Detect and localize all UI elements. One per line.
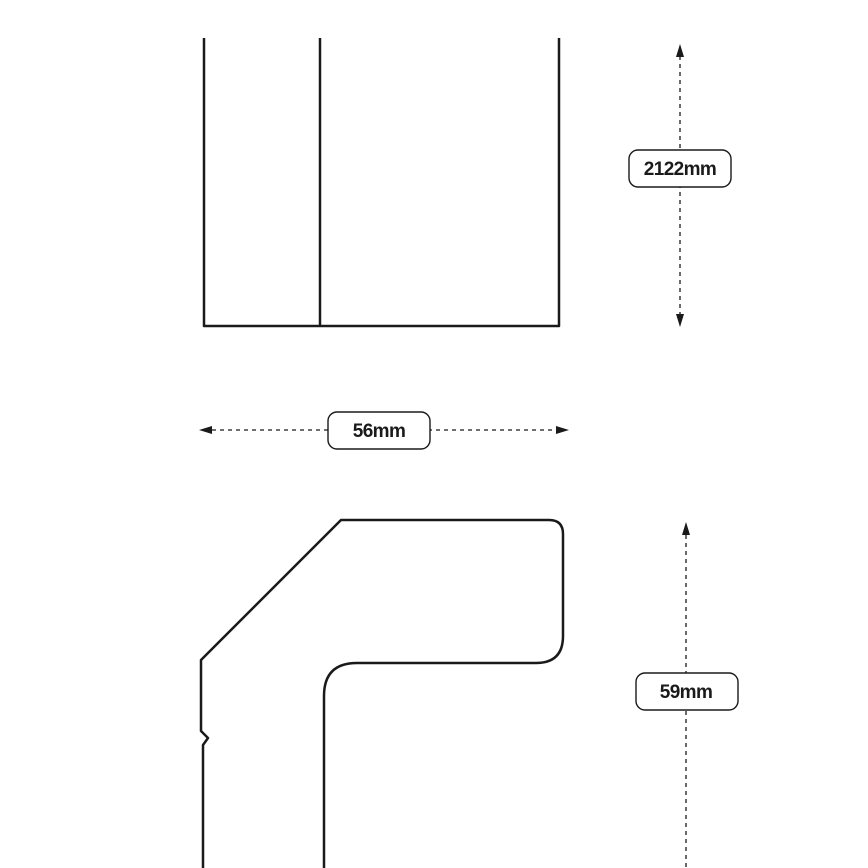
width-arrow-right: [556, 426, 569, 434]
length-arrow-down: [676, 314, 684, 327]
profile-outline: [199, 518, 565, 868]
width-label: 56mm: [353, 421, 406, 442]
front-view-outline: [202, 38, 561, 328]
width-dimension: 56mm: [199, 411, 569, 450]
width-label-box: [327, 411, 431, 450]
length-label: 2122mm: [644, 159, 716, 180]
length-dimension: 2122mm: [628, 44, 732, 327]
height-arrow-up: [682, 522, 690, 535]
length-label-box: [628, 149, 732, 188]
width-arrow-left: [199, 426, 212, 434]
height-label-box: [635, 672, 739, 711]
height-dimension: 59mm: [635, 522, 739, 868]
height-label: 59mm: [660, 682, 713, 703]
length-arrow-up: [676, 44, 684, 57]
front-view: [202, 38, 561, 328]
profile-view: [199, 518, 565, 868]
